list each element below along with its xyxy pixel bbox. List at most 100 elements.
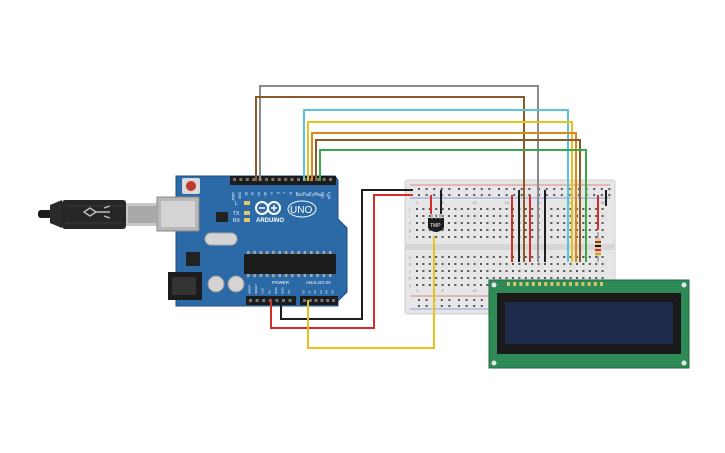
breadboard-hole[interactable] [465, 305, 468, 307]
lcd-display[interactable] [488, 279, 690, 369]
breadboard-hole[interactable] [428, 256, 431, 258]
breadboard-hole[interactable] [563, 222, 566, 224]
breadboard-hole[interactable] [473, 194, 476, 196]
breadboard-hole[interactable] [492, 270, 495, 272]
breadboard-hole[interactable] [480, 263, 482, 265]
breadboard-hole[interactable] [473, 284, 476, 286]
breadboard-hole[interactable] [480, 299, 483, 301]
breadboard-hole[interactable] [563, 229, 566, 231]
breadboard-hole[interactable] [454, 215, 457, 217]
breadboard-hole[interactable] [448, 256, 450, 258]
breadboard-hole[interactable] [512, 263, 514, 265]
breadboard-hole[interactable] [454, 263, 457, 265]
breadboard-hole[interactable] [550, 222, 553, 224]
header-pin[interactable] [288, 299, 292, 302]
breadboard-hole[interactable] [601, 236, 604, 238]
breadboard-hole[interactable] [416, 277, 418, 279]
breadboard-hole[interactable] [460, 270, 463, 272]
breadboard-hole[interactable] [460, 208, 463, 210]
breadboard-hole[interactable] [524, 215, 527, 217]
breadboard-hole[interactable] [480, 236, 482, 238]
breadboard-hole[interactable] [595, 215, 598, 217]
breadboard-hole[interactable] [505, 277, 508, 279]
breadboard-hole[interactable] [480, 284, 482, 286]
breadboard-hole[interactable] [553, 194, 556, 196]
breadboard-hole[interactable] [448, 305, 451, 307]
breadboard-hole[interactable] [518, 263, 521, 265]
breadboard-hole[interactable] [595, 222, 598, 224]
breadboard-hole[interactable] [416, 263, 418, 265]
wire-cyan[interactable] [303, 109, 569, 262]
breadboard-hole[interactable] [524, 277, 527, 279]
header-pin[interactable] [284, 178, 288, 181]
header-pin[interactable] [271, 178, 275, 181]
breadboard-hole[interactable] [524, 229, 527, 231]
breadboard-hole[interactable] [486, 236, 489, 238]
breadboard-hole[interactable] [556, 215, 559, 217]
wire-brown-b[interactable] [315, 139, 581, 262]
breadboard-hole[interactable] [600, 194, 603, 196]
breadboard-hole[interactable] [588, 270, 591, 272]
breadboard-hole[interactable] [416, 222, 418, 224]
breadboard-hole[interactable] [544, 277, 546, 279]
breadboard-hole[interactable] [428, 284, 431, 286]
breadboard-hole[interactable] [465, 194, 468, 196]
breadboard-hole[interactable] [492, 263, 495, 265]
breadboard-hole[interactable] [422, 236, 425, 238]
breadboard-hole[interactable] [505, 229, 508, 231]
lcd-pin[interactable] [538, 282, 541, 286]
breadboard-hole[interactable] [416, 215, 418, 217]
breadboard-hole[interactable] [556, 222, 559, 224]
breadboard-hole[interactable] [465, 188, 468, 190]
breadboard-hole[interactable] [422, 222, 425, 224]
breadboard-hole[interactable] [428, 277, 431, 279]
breadboard-hole[interactable] [448, 299, 451, 301]
breadboard-hole[interactable] [458, 299, 460, 301]
breadboard-hole[interactable] [473, 188, 476, 190]
breadboard-hole[interactable] [601, 263, 604, 265]
breadboard-hole[interactable] [422, 284, 425, 286]
breadboard-hole[interactable] [569, 208, 572, 210]
breadboard-hole[interactable] [505, 222, 508, 224]
breadboard-hole[interactable] [569, 215, 572, 217]
header-pin[interactable] [265, 178, 268, 181]
breadboard-hole[interactable] [435, 277, 438, 279]
header-pin[interactable] [329, 178, 332, 181]
breadboard-hole[interactable] [422, 277, 425, 279]
breadboard-hole[interactable] [422, 229, 425, 231]
breadboard-hole[interactable] [531, 222, 534, 224]
breadboard-hole[interactable] [513, 194, 516, 196]
breadboard-hole[interactable] [593, 188, 596, 190]
breadboard-hole[interactable] [428, 229, 431, 231]
breadboard-hole[interactable] [480, 270, 482, 272]
breadboard-hole[interactable] [441, 256, 444, 258]
lcd-pin[interactable] [519, 282, 523, 286]
breadboard-hole[interactable] [467, 208, 470, 210]
breadboard-hole[interactable] [601, 208, 604, 210]
breadboard-hole[interactable] [556, 277, 559, 279]
breadboard-hole[interactable] [588, 256, 591, 258]
breadboard-hole[interactable] [588, 229, 591, 231]
breadboard-hole[interactable] [488, 194, 491, 196]
header-pin[interactable] [322, 178, 326, 181]
breadboard-hole[interactable] [563, 277, 566, 279]
lcd-pin[interactable] [587, 282, 591, 286]
breadboard-hole[interactable] [524, 222, 527, 224]
breadboard-hole[interactable] [473, 229, 476, 231]
wire-orange[interactable] [311, 132, 577, 262]
breadboard-hole[interactable] [433, 188, 436, 190]
breadboard-hole[interactable] [505, 270, 508, 272]
breadboard-hole[interactable] [480, 194, 483, 196]
breadboard-hole[interactable] [601, 222, 604, 224]
breadboard-hole[interactable] [582, 222, 585, 224]
breadboard-hole[interactable] [582, 256, 585, 258]
breadboard-hole[interactable] [441, 236, 444, 238]
breadboard-hole[interactable] [480, 277, 482, 279]
breadboard-hole[interactable] [505, 208, 508, 210]
breadboard-hole[interactable] [492, 215, 495, 217]
breadboard-hole[interactable] [505, 236, 508, 238]
lcd-pin[interactable] [600, 282, 603, 286]
breadboard-hole[interactable] [513, 188, 516, 190]
breadboard-hole[interactable] [467, 270, 470, 272]
